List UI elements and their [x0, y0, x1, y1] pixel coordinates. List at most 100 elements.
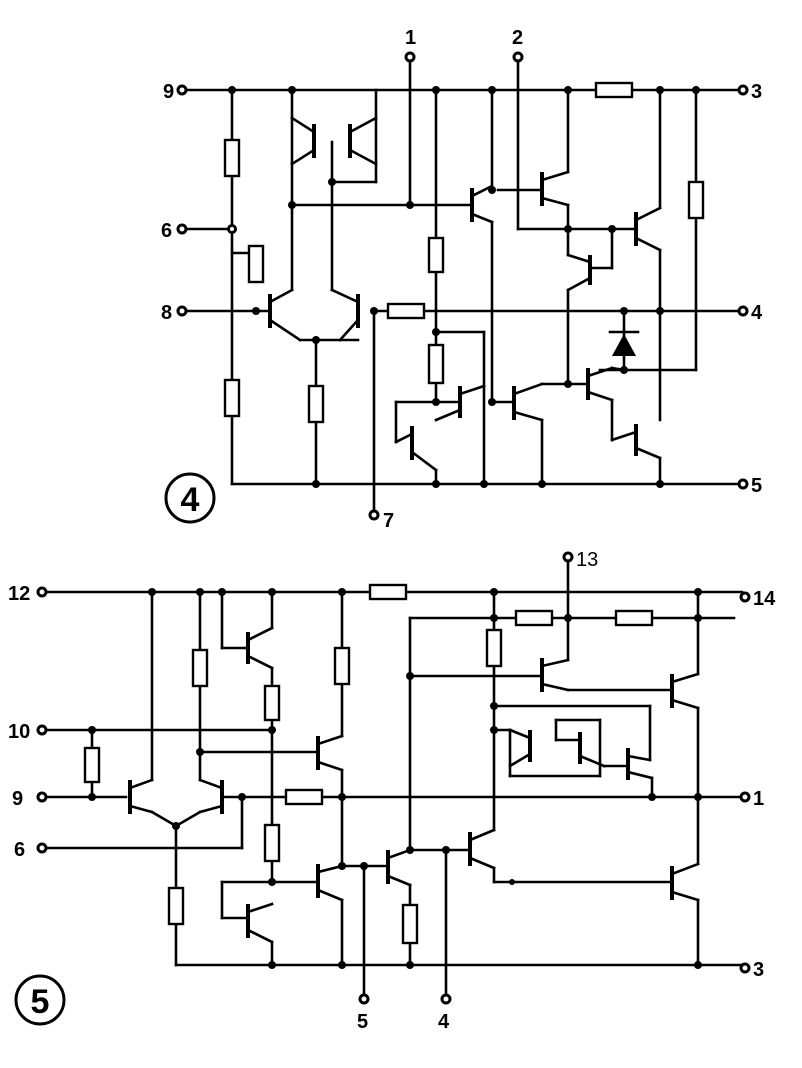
resistor — [223, 378, 241, 418]
pin-label: 5 — [751, 475, 762, 497]
pin-terminal — [737, 305, 749, 317]
pin-terminal — [562, 551, 574, 563]
circuit-4-pins: 9 1 2 3 6 8 4 5 7 — [161, 27, 763, 532]
transistor — [586, 366, 626, 402]
transistor — [128, 778, 154, 814]
pin-label: 4 — [751, 302, 763, 324]
pin-terminal — [512, 51, 524, 63]
pin-terminal — [176, 84, 188, 96]
pin-terminal — [737, 478, 749, 490]
transistor — [540, 170, 570, 207]
pin-label: 10 — [8, 721, 30, 743]
transistor — [602, 748, 654, 780]
resistor — [514, 609, 554, 627]
pin-terminal — [358, 993, 370, 1005]
circuit-5-transistors — [128, 626, 700, 944]
transistor — [610, 206, 662, 252]
pin-label: 3 — [753, 959, 764, 981]
resistor — [223, 138, 241, 178]
pin-terminal — [36, 791, 48, 803]
transistor — [492, 728, 532, 768]
transistor — [540, 658, 570, 692]
circuit-4-transistors — [268, 116, 662, 472]
circuit-5-junctions — [88, 588, 702, 969]
resistor — [263, 823, 281, 863]
transistor — [566, 253, 592, 292]
transistor — [316, 734, 344, 772]
pin-terminal — [368, 509, 380, 521]
resistor — [247, 244, 265, 284]
resistor — [191, 648, 209, 688]
pin-terminal — [36, 724, 48, 736]
resistor — [263, 684, 281, 722]
pin-terminal — [404, 51, 416, 63]
resistor — [594, 81, 634, 99]
transistor — [316, 864, 344, 902]
resistor — [427, 236, 445, 274]
circuit-4-junctions — [227, 86, 700, 488]
resistor — [83, 746, 101, 784]
transistor — [470, 184, 494, 224]
pin-label: 1 — [405, 27, 416, 49]
pin-label: 4 — [438, 1011, 450, 1033]
resistor — [386, 302, 426, 320]
svg-text:4: 4 — [181, 481, 200, 519]
pin-terminal — [36, 586, 48, 598]
pin-terminal — [739, 962, 751, 974]
transistor — [268, 288, 302, 342]
transistor — [198, 778, 244, 814]
resistor — [167, 886, 185, 926]
pin-label: 5 — [357, 1011, 368, 1033]
resistor — [284, 788, 324, 806]
resistor — [368, 583, 408, 601]
pin-terminal — [739, 591, 751, 603]
circuit-4: 9 1 2 3 6 8 4 5 7 4 — [161, 27, 763, 532]
transistor — [330, 288, 360, 342]
pin-label: 1 — [753, 788, 764, 810]
circuit-4-wires — [180, 58, 742, 514]
pin-terminal — [176, 305, 188, 317]
circuit-5: 12 13 14 10 9 1 6 3 5 4 5 — [8, 549, 776, 1033]
diode — [608, 330, 640, 356]
pin-label: 14 — [753, 588, 776, 610]
transistor — [434, 384, 486, 422]
resistor — [614, 609, 654, 627]
resistor — [333, 646, 351, 686]
pin-terminal — [176, 223, 188, 235]
resistor — [427, 343, 445, 385]
circuit-5-resistors — [83, 583, 654, 945]
pin-terminal — [440, 993, 452, 1005]
resistor — [307, 384, 325, 424]
pin-label: 12 — [8, 583, 30, 605]
pin-label: 8 — [161, 302, 172, 324]
resistor — [485, 628, 503, 668]
transistor — [246, 902, 274, 944]
pin-terminal — [739, 791, 751, 803]
pin-label: 6 — [161, 220, 172, 242]
transistor — [394, 426, 438, 472]
pin-label: 13 — [576, 549, 598, 571]
resistor — [687, 180, 705, 220]
pin-terminal — [36, 842, 48, 854]
pin-terminal — [737, 84, 749, 96]
pin-label: 9 — [12, 788, 23, 810]
transistor — [348, 116, 378, 166]
transistor — [670, 672, 700, 710]
circuit-4-resistors — [223, 81, 705, 424]
circuit-5-pins: 12 13 14 10 9 1 6 3 5 4 — [8, 549, 776, 1033]
pin-label: 3 — [751, 81, 762, 103]
svg-text:5: 5 — [31, 983, 50, 1021]
pin-label: 7 — [383, 510, 394, 532]
transistor — [468, 828, 496, 870]
transistor — [386, 848, 412, 887]
pin-label: 9 — [163, 81, 174, 103]
transistor — [290, 116, 316, 166]
transistor — [670, 862, 700, 902]
transistor — [512, 382, 544, 422]
resistor — [401, 903, 419, 945]
circuit-4-badge: 4 — [164, 472, 216, 524]
transistor — [554, 732, 606, 768]
transistor — [610, 424, 662, 460]
